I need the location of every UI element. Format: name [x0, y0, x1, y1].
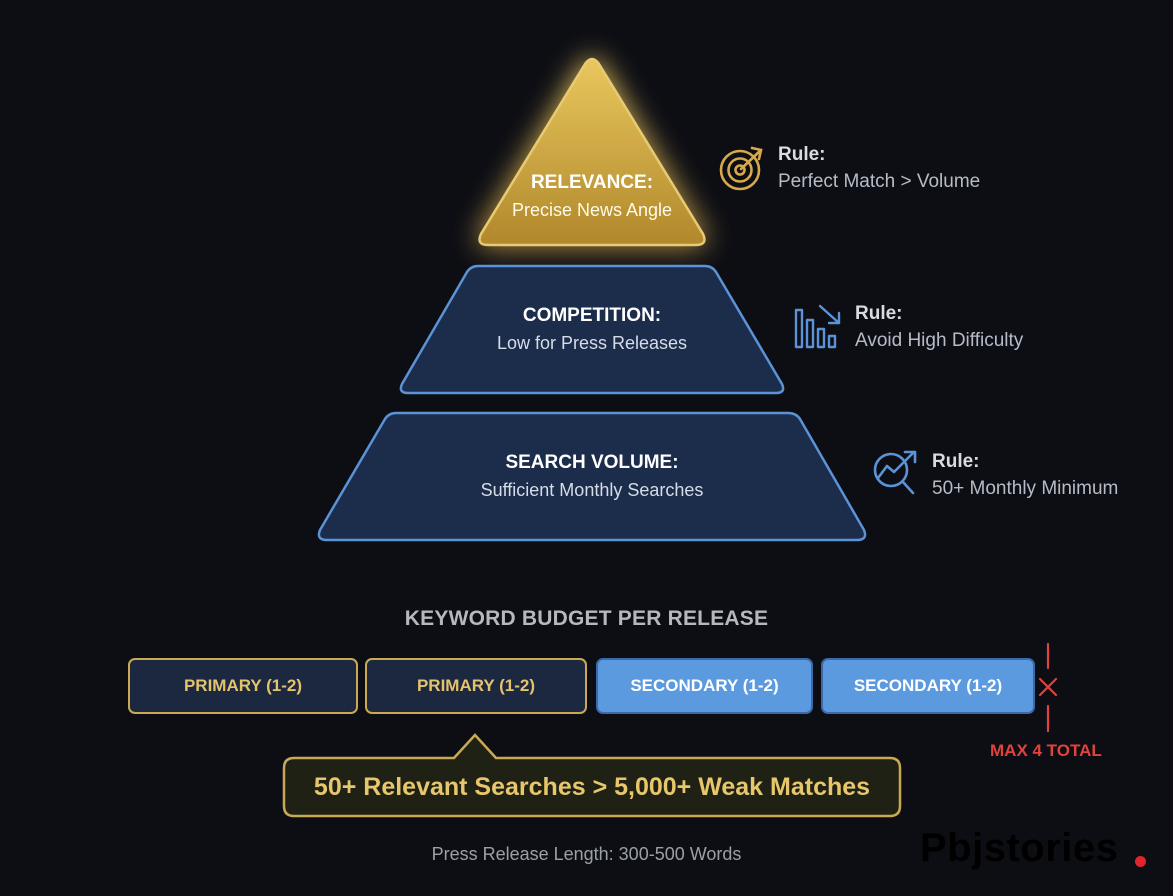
brand-logo: Pbjstories	[920, 826, 1119, 870]
tier-title: COMPETITION:	[522, 305, 662, 326]
search-volume-tier-shape	[317, 411, 867, 542]
callout-text: 50+ Relevant Searches > 5,000+ Weak Matc…	[313, 772, 871, 801]
competition-rule-text: Avoid High Difficulty	[855, 330, 1024, 351]
search-volume-rule-label: Rule:	[932, 451, 980, 472]
search-volume-tier: SEARCH VOLUME: Sufficient Monthly Search…	[320, 452, 864, 512]
competition-tier: COMPETITION: Low for Press Releases	[402, 305, 782, 365]
tier-subtitle: Low for Press Releases	[496, 333, 688, 353]
callout-bubble	[282, 733, 902, 818]
relevance-tier-shape	[478, 57, 706, 247]
max-total-label: MAX 4 TOTAL	[990, 741, 1102, 760]
relevance-rule-text: Perfect Match > Volume	[778, 171, 981, 192]
search-volume-rule-text: 50+ Monthly Minimum	[932, 478, 1119, 499]
limit-marker	[1038, 642, 1058, 733]
tier-title: SEARCH VOLUME:	[505, 452, 679, 473]
competition-tier-shape	[399, 264, 785, 395]
tier-title: RELEVANCE:	[530, 172, 654, 193]
keyword-slot-primary-1: PRIMARY (1-2)	[128, 658, 358, 714]
budget-title: KEYWORD BUDGET PER RELEASE	[404, 607, 769, 630]
tier-subtitle: Sufficient Monthly Searches	[480, 480, 704, 500]
target-icon	[719, 146, 763, 191]
footer-note: Press Release Length: 300-500 Words	[431, 844, 742, 864]
growth-magnifier-icon	[873, 450, 917, 495]
brand-dot	[1135, 856, 1146, 867]
keyword-slot-secondary-1: SECONDARY (1-2)	[596, 658, 813, 714]
keyword-slot-primary-2: PRIMARY (1-2)	[365, 658, 587, 714]
declining-bar-chart-icon	[794, 304, 841, 349]
relevance-rule-label: Rule:	[778, 144, 826, 165]
relevance-tier: RELEVANCE: Precise News Angle	[480, 170, 704, 230]
competition-rule-label: Rule:	[855, 303, 903, 324]
tier-subtitle: Precise News Angle	[511, 200, 673, 220]
keyword-slot-secondary-2: SECONDARY (1-2)	[821, 658, 1035, 714]
